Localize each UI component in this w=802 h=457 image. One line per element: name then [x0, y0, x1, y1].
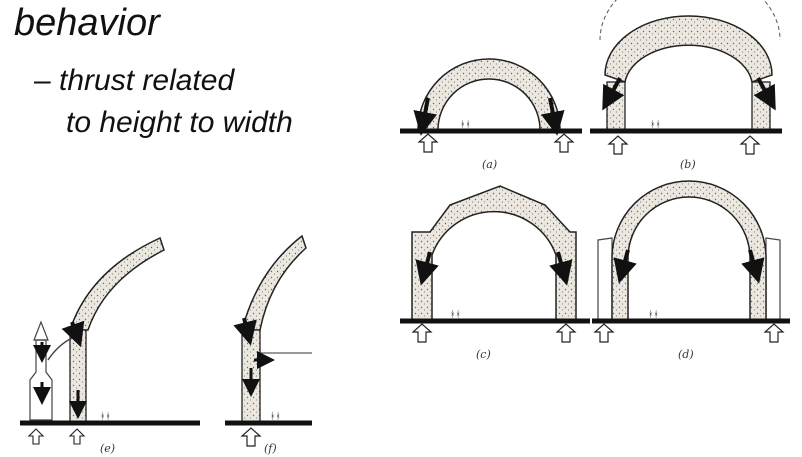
diagram-a: ᚼᚼ (a) [400, 58, 582, 171]
thrust-arrow-b-right [753, 77, 776, 111]
pier-b-right [751, 81, 771, 131]
caption-a: (a) [482, 158, 497, 171]
buttress-d-right [765, 237, 781, 321]
bullet-text: – thrust related to height to width [34, 60, 293, 144]
arch-b [604, 15, 773, 83]
caption-e: (e) [100, 442, 115, 455]
figures-c: ᚼᚼ [450, 309, 461, 319]
thrust-arrow-e-rib [61, 320, 85, 348]
thrust-arrow-d-left [613, 249, 637, 284]
thrust-arrow-a-left [413, 97, 438, 136]
deflected-shape-b [599, 0, 781, 41]
thrust-arrow-d-right [741, 249, 765, 284]
bullet-dash: – [34, 64, 51, 97]
arch-rib-f [241, 234, 307, 331]
thrust-arrow-b-left [602, 77, 625, 111]
caption-f: (f) [264, 442, 277, 455]
reaction-arrow-b-left [607, 135, 629, 155]
reaction-arrow-e-left [27, 428, 45, 445]
reaction-arrow-f [240, 427, 262, 447]
arch-a [417, 58, 561, 131]
bullet-line-1: thrust related [59, 64, 235, 97]
figures-d: ᚼᚼ [648, 309, 659, 319]
diagram-b: ᚼᚼ (b) [590, 0, 782, 171]
caption-c: (c) [476, 348, 491, 361]
arch-c [411, 185, 577, 321]
thrust-arrow-c-right [549, 251, 573, 286]
flying-buttress-e [47, 337, 73, 361]
diagram-c: ᚼᚼ (c) [400, 185, 590, 361]
arch-d [611, 180, 767, 321]
thrust-arrow-f-rib [233, 317, 257, 346]
reaction-arrow-a-left [417, 133, 439, 153]
diagram-d: ᚼᚼ (d) [592, 180, 790, 361]
thrust-arrow-a-right [540, 97, 565, 136]
diagram-f: ᚼᚼ (f) [225, 234, 312, 455]
heading: behavior [14, 2, 160, 44]
pinnacle-e [33, 320, 49, 341]
reaction-arrow-e-right [68, 428, 86, 445]
reaction-arrow-a-right [553, 133, 575, 153]
reaction-arrow-b-right [739, 135, 761, 155]
caption-b: (b) [680, 158, 696, 171]
bullet-line-2: to height to width [66, 106, 293, 139]
figures-a: ᚼᚼ [460, 119, 471, 129]
reaction-arrow-c-left [411, 323, 433, 343]
buttress-d-left [597, 237, 613, 321]
arch-rib-e [68, 236, 165, 331]
caption-d: (d) [678, 348, 694, 361]
thrust-arrow-c-left [415, 251, 439, 286]
figures-b: ᚼᚼ [650, 119, 661, 129]
reaction-arrow-c-right [555, 323, 577, 343]
figures-f: ᚼᚼ [270, 411, 281, 421]
figures-e: ᚼᚼ [100, 411, 111, 421]
diagram-e: ᚼᚼ (e) [20, 236, 200, 455]
reaction-arrow-d-left [593, 323, 615, 343]
reaction-arrow-d-right [763, 323, 785, 343]
